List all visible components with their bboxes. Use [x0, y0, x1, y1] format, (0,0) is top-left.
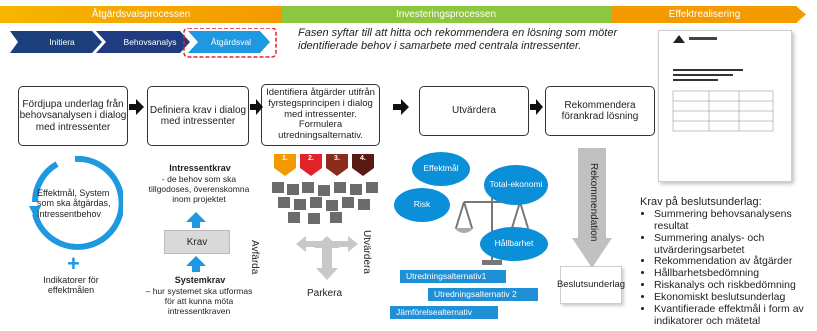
alternative-1: Utredningsalternativ1 — [400, 270, 506, 283]
step-behovsanalys[interactable]: Behovsanalys — [123, 37, 177, 47]
effect-footer: Indikatorer för effektmålen — [43, 275, 99, 296]
krav-item: Kvantifierade effektmål i form av indika… — [654, 303, 817, 328]
krav-beslut-list: Summering behovsanalysens resultat Summe… — [642, 208, 817, 328]
fyrsteg-right-label: Utvärdera — [361, 230, 372, 274]
fyrsteg-step-1: 1. — [282, 155, 288, 162]
bubble-risk: Risk — [394, 188, 450, 222]
process-box-utvardera: Utvärdera — [419, 86, 529, 136]
plus-icon: + — [67, 251, 80, 276]
beslut-box: Beslutsunderlag — [557, 266, 625, 304]
bubble-totalekonomi: Total-ekonomi — [484, 165, 548, 205]
arrow-up-icon-2 — [186, 256, 206, 272]
fyrsteg-bottom-label: Parkera — [307, 288, 343, 299]
document-thumbnail — [658, 30, 792, 182]
document-content-icon — [672, 35, 774, 132]
phase-end-arrow — [796, 6, 806, 23]
process-box-rekommendera: Rekommendera förankrad lösning — [545, 86, 655, 136]
arrow-up-icon — [186, 212, 206, 228]
krav-item: Summering behovsanalysens resultat — [654, 208, 817, 233]
process-box-fordjupa: Fördjupa underlag från behovsanalysen i … — [18, 86, 128, 146]
krav-item: Riskanalys och riskbedömning — [654, 279, 817, 292]
phase-investering: Investeringsprocessen — [282, 6, 610, 23]
systemkrav-title: Systemkrav — [174, 275, 226, 285]
recommendation-arrow — [572, 148, 612, 268]
alternative-2: Utredningsalternativ 2 — [428, 288, 538, 301]
process-box-definiera-krav: Definiera krav i dialog med intressenter — [147, 86, 249, 146]
phase-atgardsval: Åtgärdsvalsprocessen — [0, 6, 282, 23]
step-chevrons — [10, 28, 277, 58]
intro-text: Fasen syftar till att hitta och rekommen… — [298, 27, 618, 53]
systemkrav-desc: – hur systemet ska utformas för att kunn… — [145, 286, 253, 316]
krav-beslut-title: Krav på beslutsunderlag: — [640, 196, 762, 208]
fyrsteg-step-2: 2. — [308, 155, 314, 162]
krav-item: Summering analys- och utvärderingsarbete… — [654, 232, 817, 257]
alternative-jamforelse: Jämförelsealternativ — [390, 306, 498, 319]
effect-circle-text: Effektmål, System som ska åtgärdas, Intr… — [37, 188, 111, 219]
sticky-notes-icon — [272, 182, 378, 224]
bubble-hallbarhet: Hållbarhet — [480, 227, 548, 261]
phase-effekt: Effektrealisering — [612, 6, 797, 23]
effect-cycle-icon — [29, 155, 123, 250]
intressentkrav-title: Intressentkrav — [169, 163, 231, 173]
recommendation-label: Rekommendation — [588, 163, 599, 242]
three-way-arrow-icon — [296, 236, 358, 280]
fyrsteg-left-label: Avfärda — [249, 240, 260, 275]
step-atgardsval[interactable]: Åtgärdsval — [210, 37, 252, 47]
intressentkrav-desc: - de behov som ska tillgodoses, överensk… — [148, 174, 250, 204]
process-box-identifiera: Identifiera åtgärder utifrån fyrstegspri… — [261, 84, 380, 146]
bubble-effektmal: Effektmål — [412, 152, 470, 186]
krav-item: Ekonomiskt beslutsunderlag — [654, 291, 817, 304]
fyrsteg-step-3: 3. — [334, 155, 340, 162]
fyrsteg-step-4: 4. — [360, 155, 366, 162]
krav-box: Krav — [164, 230, 230, 254]
process-arrows — [129, 99, 543, 115]
krav-item: Hållbarhetsbedömning — [654, 267, 817, 280]
fyrsteg-badges — [274, 154, 374, 176]
step-initiera[interactable]: Initiera — [49, 37, 75, 47]
krav-item: Rekommendation av åtgärder — [654, 256, 817, 268]
